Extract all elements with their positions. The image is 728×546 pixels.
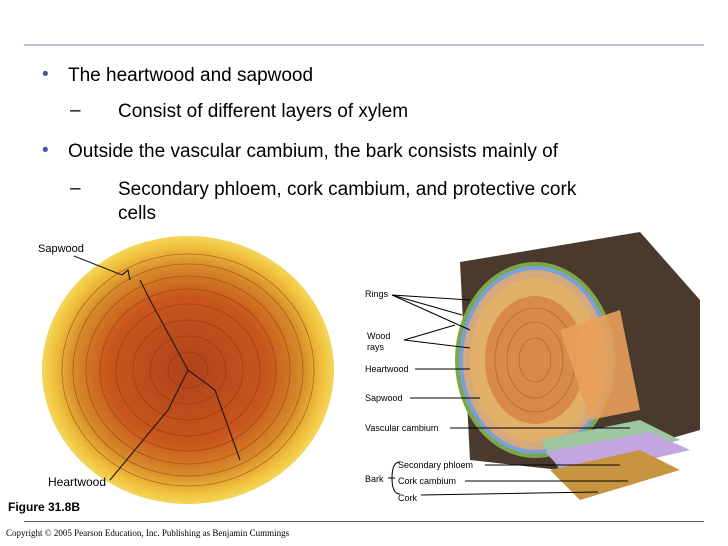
copyright-notice: Copyright © 2005 Pearson Education, Inc.…: [6, 528, 290, 538]
label-rays: rays: [367, 342, 385, 352]
bullet-1: The heartwood and sapwood: [68, 65, 314, 86]
label-cork: Cork: [398, 493, 418, 503]
figure-caption: Figure 31.8B: [8, 500, 81, 514]
footer-rule: [24, 521, 704, 522]
label-heartwood-left: Heartwood: [48, 475, 107, 489]
title-rule: [24, 44, 704, 46]
label-cork-cambium: Cork cambium: [398, 476, 457, 486]
label-sapwood-right: Sapwood: [365, 393, 403, 403]
label-sapwood-left: Sapwood: [38, 243, 84, 255]
sub-bullet-marker: –: [70, 178, 81, 199]
label-secondary-phloem: Secondary phloem: [398, 460, 474, 470]
label-bark: Bark: [365, 474, 384, 484]
bullet-marker: •: [42, 140, 49, 161]
label-rings: Rings: [365, 289, 389, 299]
bullet-2: Outside the vascular cambium, the bark c…: [68, 141, 558, 162]
label-wood: Wood: [367, 331, 391, 341]
sub-bullet-marker: –: [70, 100, 81, 121]
sub-bullet-1: Consist of different layers of xylem: [118, 101, 409, 122]
label-heartwood-right: Heartwood: [365, 364, 409, 374]
sub-bullet-2-line2: cells: [118, 203, 157, 224]
sub-bullet-2-line1: Secondary phloem, cork cambium, and prot…: [118, 179, 577, 200]
label-vascular-cambium: Vascular cambium: [365, 423, 439, 433]
bullet-marker: •: [42, 64, 49, 85]
